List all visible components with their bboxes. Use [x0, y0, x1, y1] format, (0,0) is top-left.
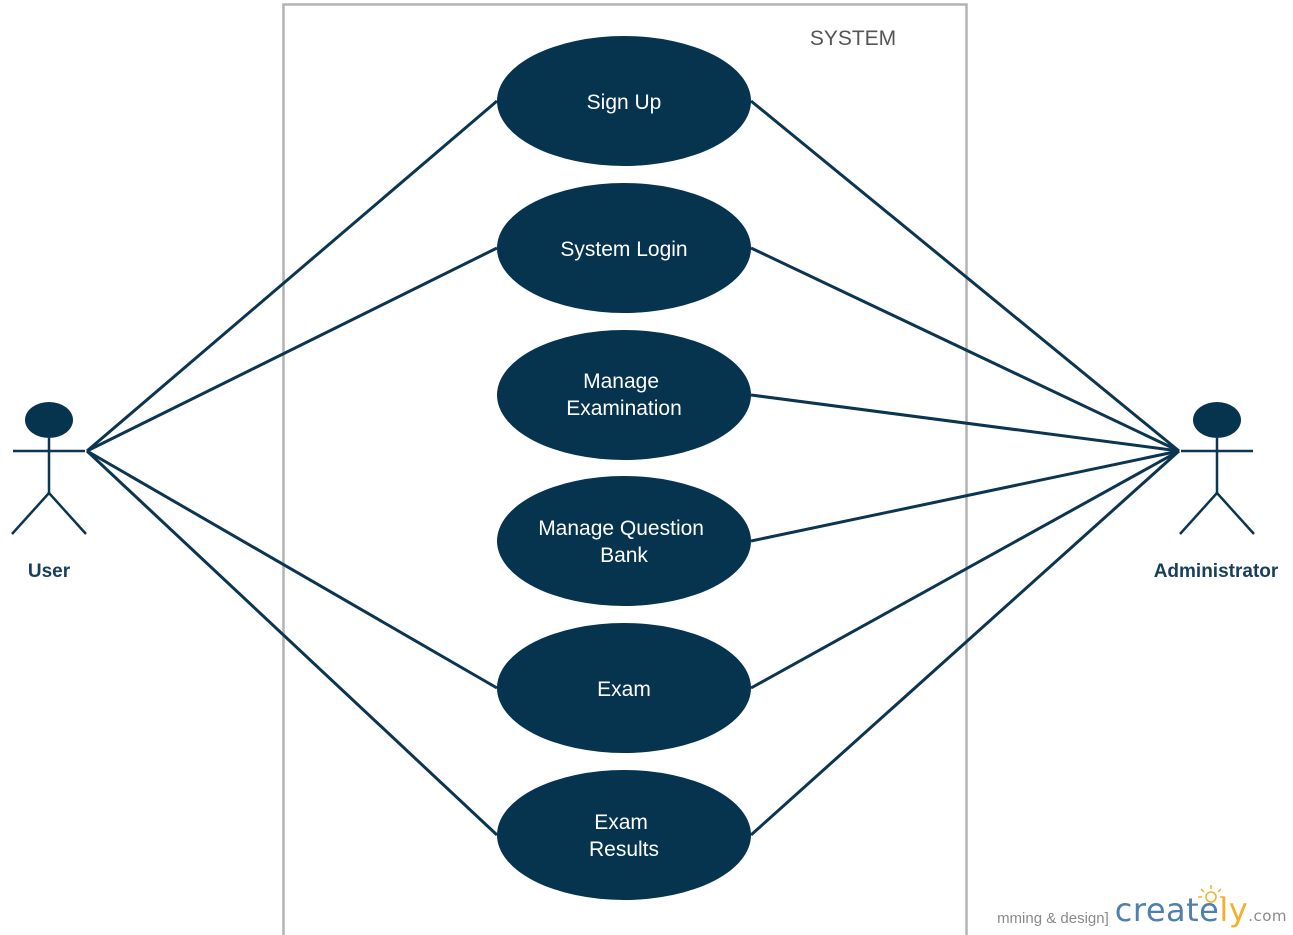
- use-case-shape: [497, 476, 751, 606]
- use-case-label-line: Results: [589, 838, 659, 861]
- use-case-manage-examination[interactable]: Manage Examination: [497, 330, 751, 460]
- use-case-manage-question-bank[interactable]: Manage Question Bank: [497, 476, 751, 606]
- association-administrator-system-login: [750, 246, 1180, 453]
- association-lines: [85, 99, 1181, 837]
- use-case-exam-results[interactable]: Exam Results: [497, 770, 751, 900]
- use-case-label-line: System Login: [560, 238, 687, 261]
- logo-main: create: [1114, 891, 1220, 929]
- association-user-sign-up: [86, 99, 498, 453]
- stick-figure-icon: [1179, 402, 1255, 535]
- association-administrator-sign-up: [750, 99, 1180, 453]
- system-label: SYSTEM: [810, 27, 896, 50]
- use-case-label-line: Bank: [600, 544, 648, 567]
- use-case-label-line: Exam: [597, 678, 651, 701]
- use-case-shape: [497, 183, 751, 313]
- use-case-label-line: Manage Question: [538, 517, 704, 540]
- use-case-label: System Login: [560, 238, 687, 261]
- use-case-system-login[interactable]: System Login: [497, 183, 751, 313]
- association-administrator-manage-examination: [750, 393, 1180, 453]
- use-case-shape: [497, 623, 751, 753]
- creately-logo: creately.com: [1115, 893, 1287, 933]
- logo-accent: ly: [1219, 891, 1249, 929]
- use-case-label: Manage Question Bank: [538, 517, 710, 567]
- actor-label: User: [28, 561, 71, 582]
- logo-suffix: .com: [1248, 907, 1287, 925]
- use-case-shape: [497, 36, 751, 166]
- association-user-system-login: [86, 246, 498, 453]
- use-case-shape: [497, 330, 751, 460]
- lightbulb-icon: [1198, 885, 1224, 903]
- association-user-exam-results: [85, 449, 499, 837]
- actor-user[interactable]: User: [11, 402, 87, 582]
- watermark-tag: mming & design]: [997, 910, 1109, 927]
- association-user-exam: [86, 449, 498, 690]
- stick-figure-icon: [11, 402, 87, 535]
- use-case-label-line: Examination: [566, 397, 682, 420]
- use-case-label: Sign Up: [587, 91, 662, 114]
- watermark: mming & design] creately.com: [997, 893, 1287, 933]
- actor-administrator[interactable]: Administrator: [1154, 402, 1279, 582]
- actor-label: Administrator: [1154, 561, 1279, 582]
- use-case-exam[interactable]: Exam: [497, 623, 751, 753]
- use-case-label-line: Sign Up: [587, 91, 662, 114]
- use-case-label: Exam Results: [589, 811, 659, 861]
- use-case-label: Exam: [597, 678, 651, 701]
- use-case-label-line: Exam: [594, 811, 648, 834]
- association-administrator-manage-question-bank: [750, 449, 1180, 543]
- use-case-shape: [497, 770, 751, 900]
- use-case-label: Manage Examination: [566, 370, 682, 420]
- association-administrator-exam-results: [749, 449, 1181, 837]
- use-case-sign-up[interactable]: Sign Up: [497, 36, 751, 166]
- use-case-label-line: Manage: [583, 370, 659, 393]
- association-administrator-exam: [750, 449, 1180, 690]
